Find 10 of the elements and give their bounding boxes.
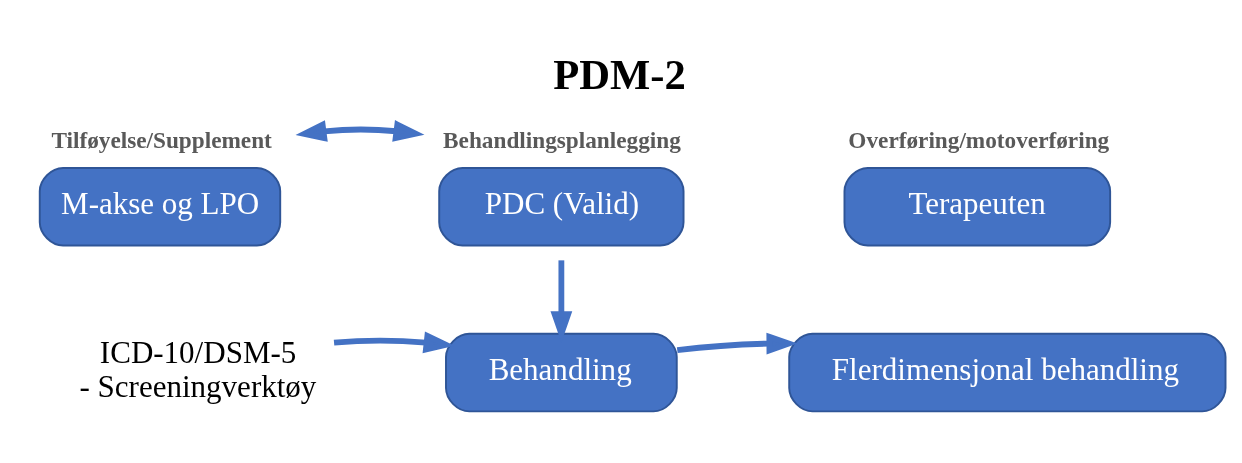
diagram-title: PDM-2: [553, 50, 686, 98]
arrow: [333, 331, 455, 353]
arrow: [676, 332, 798, 355]
node-text: ICD-10/DSM-5 - Screeningverktøy: [79, 334, 317, 404]
node-box: Flerdimensjonal behandling: [788, 332, 1227, 412]
node-box: Behandling: [445, 332, 678, 412]
arrow: [295, 119, 425, 142]
node-label: Behandlingsplanlegging: [443, 126, 681, 153]
node-label: Tilføyelse/Supplement: [51, 126, 272, 153]
node-label: Overføring/motoverføring: [848, 126, 1110, 153]
